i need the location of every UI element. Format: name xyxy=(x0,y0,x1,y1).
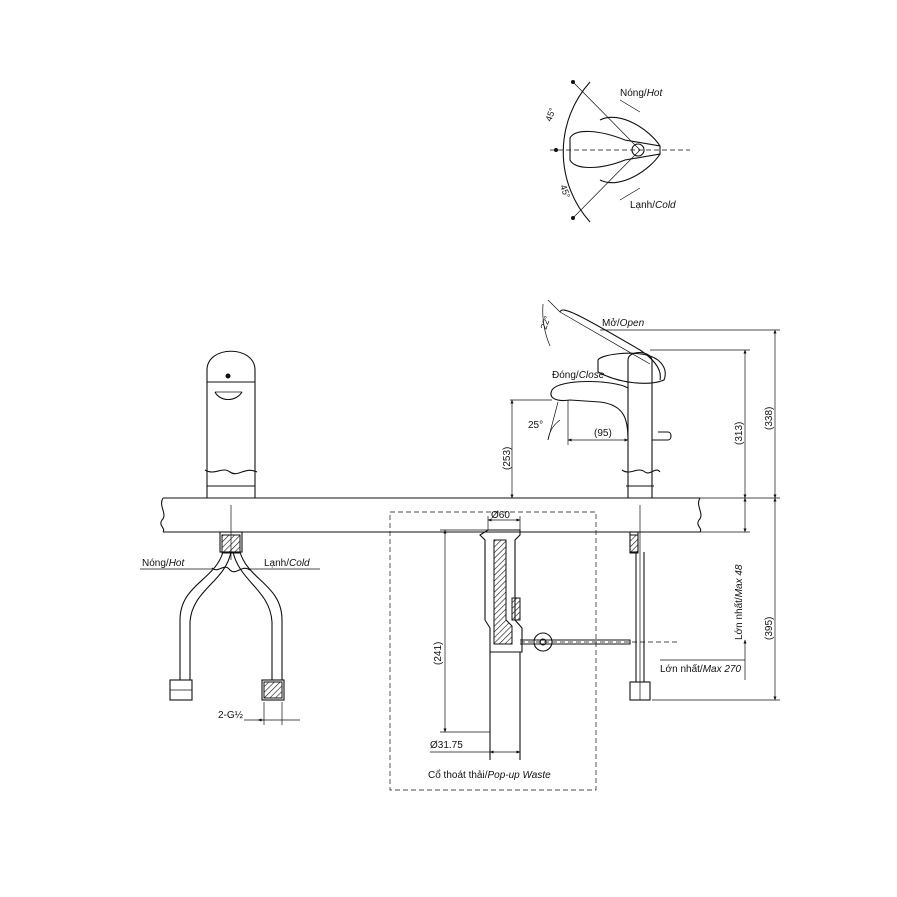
total-height-label: (338) xyxy=(764,407,775,430)
waste-caption: Cổ thoát thải/Pop-up Waste xyxy=(428,769,551,781)
hot-label-top: Nóng/Hot xyxy=(620,88,663,99)
lever-angle-label: 22° xyxy=(538,314,552,331)
waste-top-diameter: Ø60 xyxy=(491,510,510,521)
angle-lower-label: 45° xyxy=(558,183,572,200)
below-deck-label: (395) xyxy=(764,617,775,640)
close-label: Đóng/Close xyxy=(552,370,605,381)
spout-angle-label: 25° xyxy=(528,420,543,431)
max-deck-label: Lớn nhất/Max 48 xyxy=(733,564,745,640)
cold-label-front: Lạnh/Cold xyxy=(264,558,310,569)
handle-height-label: (313) xyxy=(734,422,745,445)
spout-reach-label: (95) xyxy=(594,428,612,439)
top-view-handle-rotation: Nóng/Hot Lạnh/Cold 45° 45° xyxy=(543,80,690,223)
angle-upper-label: 45° xyxy=(543,106,557,123)
spout-height-label: (253) xyxy=(502,447,513,470)
max-hose-label: Lớn nhất/Max 270 xyxy=(660,663,741,675)
front-view-faucet: Nóng/Hot Lạnh/Cold 2-G½ xyxy=(140,350,320,725)
cold-label-top: Lạnh/Cold xyxy=(630,200,676,211)
hot-label-front: Nóng/Hot xyxy=(142,558,185,569)
waste-pipe-diameter: Ø31.75 xyxy=(430,740,463,751)
side-view-faucet: Mở/Open Đóng/Close 22° 25° (95) (253) (3… xyxy=(502,299,780,701)
connector-label: 2-G½ xyxy=(218,710,244,721)
countertop-deck xyxy=(160,497,702,533)
popup-waste: Ø60 (241) Ø31.75 Cổ thoát thải/Pop-up Wa… xyxy=(389,510,680,791)
open-label: Mở/Open xyxy=(602,317,645,329)
waste-height-label: (241) xyxy=(433,642,444,665)
